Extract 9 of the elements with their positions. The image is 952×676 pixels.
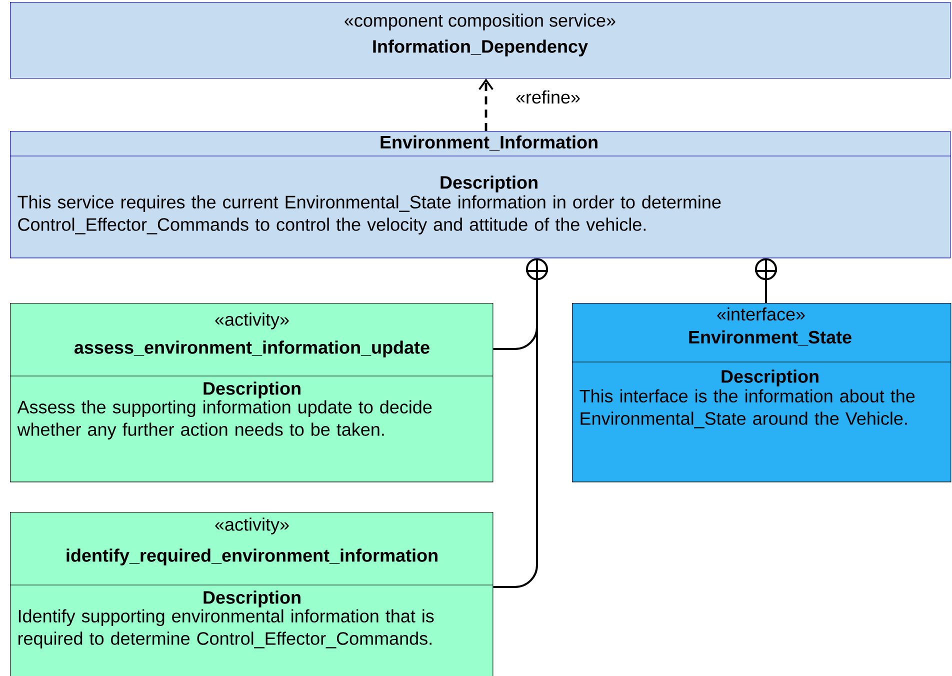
- service-box: Environment_Information Description This service requires the current Environmental_State information in order to determine Control_Effector_Commands to control the velocity and attitude of the vehicle.: [10, 131, 952, 258]
- dependency-arrow: [478, 78, 494, 131]
- containment-connector: [754, 258, 778, 303]
- activity-box: «activity» assess_environment_information_update Description Assess the supporting information update to decide whether any further action needs to be taken.: [10, 303, 494, 482]
- interface-box: «interface» Environment_State Description This interface is the information about the Environmental_State around the Vehicle.: [572, 303, 952, 482]
- service-box: «component composition service» Information_Dependency: [10, 2, 951, 79]
- containment-connector: [492, 258, 549, 588]
- activity-box: «activity» identify_required_environment_information Description Identify supporting environmental information that is required to determine Control_Effector_Commands.: [10, 512, 494, 676]
- edge-label: «refine»: [514, 89, 582, 105]
